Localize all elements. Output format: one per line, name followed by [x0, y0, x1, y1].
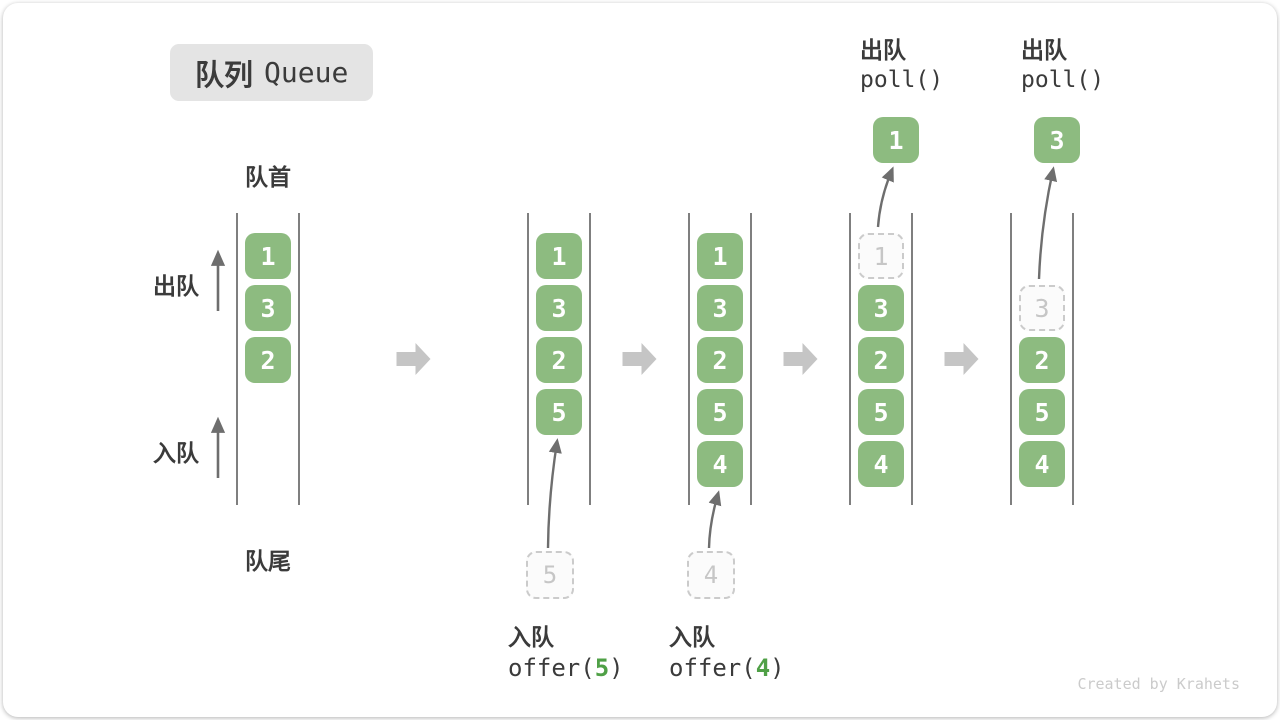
title-en: Queue	[264, 56, 349, 89]
dequeue-header-code: poll()	[860, 67, 944, 93]
dequeue-header-label: 出队	[1021, 37, 1067, 63]
queue-cell: 5	[858, 389, 904, 435]
code-text: )	[770, 654, 785, 682]
flow-arrow-icon	[783, 343, 818, 375]
queue-cell: 2	[1019, 337, 1065, 383]
queue-cell: 1	[245, 233, 291, 279]
queue-cell: 5	[536, 389, 582, 435]
dequeue-header-code: poll()	[1021, 67, 1105, 93]
queue-cell-dashed: 1	[858, 233, 904, 279]
code-text: offer(	[669, 654, 756, 682]
popped-value-box: 3	[1034, 117, 1080, 163]
enqueue-caption-code: offer(5)	[508, 654, 624, 682]
queue-front-label: 队首	[245, 164, 291, 190]
enqueue-arrow-icon	[546, 438, 562, 549]
enqueue-caption-code: offer(4)	[669, 654, 785, 682]
flow-arrow-icon	[396, 343, 431, 375]
queue-cell: 3	[536, 285, 582, 331]
dequeue-arrow-icon	[1037, 166, 1058, 280]
queue-cell: 4	[1019, 441, 1065, 487]
queue-cell: 4	[858, 441, 904, 487]
popped-value-box: 1	[873, 117, 919, 163]
enqueue-caption-label: 入队	[508, 624, 554, 650]
title-zh: 队列	[195, 59, 254, 92]
code-text: )	[609, 654, 624, 682]
queue-cell: 5	[697, 389, 743, 435]
code-text: 4	[755, 654, 771, 682]
flow-arrow-icon	[944, 343, 979, 375]
queue-cell-dashed: 3	[1019, 285, 1065, 331]
queue-cell: 2	[536, 337, 582, 383]
incoming-value-box: 4	[687, 551, 735, 599]
queue-cell: 2	[245, 337, 291, 383]
queue-cell: 3	[245, 285, 291, 331]
code-text: 5	[594, 654, 610, 682]
watermark: Created by Krahets	[1077, 675, 1240, 693]
enqueue-caption-label: 入队	[669, 624, 715, 650]
queue-cell: 5	[1019, 389, 1065, 435]
dequeue-arrow-icon	[876, 166, 894, 228]
enqueue-arrow-icon	[707, 490, 722, 549]
queue-cell: 3	[697, 285, 743, 331]
dequeue-header-label: 出队	[860, 37, 906, 63]
queue-rear-label: 队尾	[245, 548, 291, 574]
code-text: offer(	[508, 654, 595, 682]
enqueue-side-label: 入队	[153, 440, 199, 466]
queue-cell: 1	[536, 233, 582, 279]
queue-cell: 1	[697, 233, 743, 279]
queue-cell: 3	[858, 285, 904, 331]
flow-arrow-icon	[622, 343, 657, 375]
queue-cell: 2	[858, 337, 904, 383]
title-box: 队列 Queue	[170, 44, 374, 101]
dequeue-side-label: 出队	[153, 273, 199, 299]
queue-cell: 2	[697, 337, 743, 383]
queue-cell: 4	[697, 441, 743, 487]
incoming-value-box: 5	[526, 551, 574, 599]
